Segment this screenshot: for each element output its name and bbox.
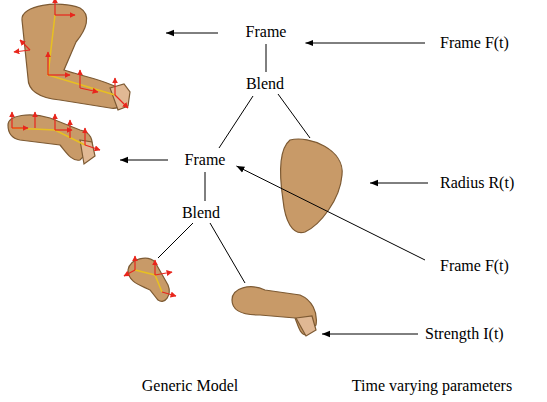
column-caption: Time varying parameters [352, 377, 512, 395]
node-text: Frame F(t) [440, 257, 509, 275]
node-text: Radius R(t) [440, 174, 514, 192]
tree-edge [205, 172, 206, 201]
parameter-label: Frame F(t) [437, 255, 512, 277]
tree-node: Frame [243, 21, 290, 43]
blend-node: Blend [179, 202, 223, 224]
node-text: Frame F(t) [440, 34, 509, 52]
parameter-arrow [236, 166, 425, 260]
node-text: Blend [182, 204, 220, 222]
arm-figure [8, 4, 342, 336]
parameter-arrow [305, 43, 425, 44]
tree-node: Frame [182, 149, 229, 171]
tree-branch [158, 94, 310, 283]
parameter-label: Radius R(t) [437, 172, 517, 194]
tree-edge [266, 44, 267, 72]
parameter-label: Frame F(t) [437, 32, 512, 54]
column-caption: Generic Model [142, 377, 238, 395]
node-text: Blend [246, 75, 284, 93]
parameter-label: Strength I(t) [422, 323, 507, 345]
pointer-arrow [120, 33, 428, 334]
node-text: Strength I(t) [425, 325, 504, 343]
frame-axes [12, 0, 176, 296]
node-text: Frame [246, 23, 287, 41]
tree-edge [219, 96, 253, 148]
blend-node: Blend [243, 73, 287, 95]
node-text: Frame [185, 151, 226, 169]
skeleton-line [12, 15, 162, 292]
